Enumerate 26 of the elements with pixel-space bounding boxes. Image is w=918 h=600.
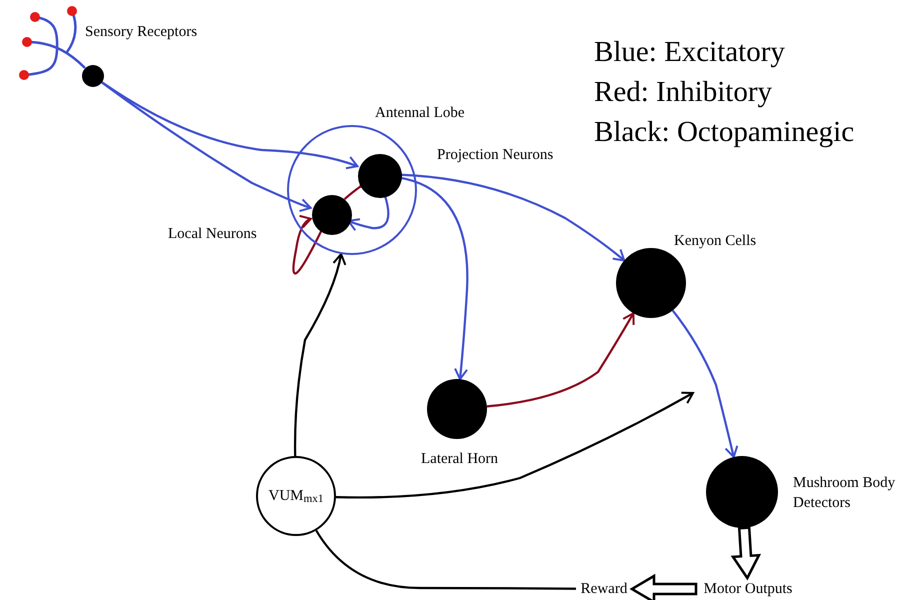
arrow	[294, 253, 346, 456]
block-arrow	[630, 574, 698, 600]
node-label: VUM$_{mx1}$	[268, 488, 324, 504]
region-label: Antennal Lobe	[375, 104, 466, 123]
connector-line	[315, 530, 576, 590]
legend-text: Black: Octopaminegic	[594, 118, 854, 147]
arrow	[399, 176, 468, 380]
arrow	[101, 81, 358, 170]
arrow	[400, 174, 626, 262]
neuron-label: Kenyon Cells	[674, 232, 758, 251]
arrow	[292, 216, 322, 274]
neuron-label: Projection Neurons	[437, 146, 554, 165]
arrow	[347, 194, 390, 232]
arrow	[672, 310, 738, 458]
neuron-label: Mushroom Body Detectors	[793, 474, 896, 514]
arrow	[486, 312, 635, 408]
node-label: Reward	[580, 582, 628, 596]
neuron-label: Lateral Horn	[421, 450, 500, 469]
legend-text: Red: Inhibitory	[594, 78, 772, 107]
arrow	[336, 392, 694, 499]
legend-text: Blue: Excitatory	[594, 38, 785, 67]
neuron-label: Sensory Receptors	[85, 23, 198, 42]
block-arrow	[730, 526, 762, 580]
neuron-label: Local Neurons	[168, 225, 258, 244]
node-label: Motor Outputs	[704, 582, 792, 596]
arrow	[101, 82, 312, 212]
